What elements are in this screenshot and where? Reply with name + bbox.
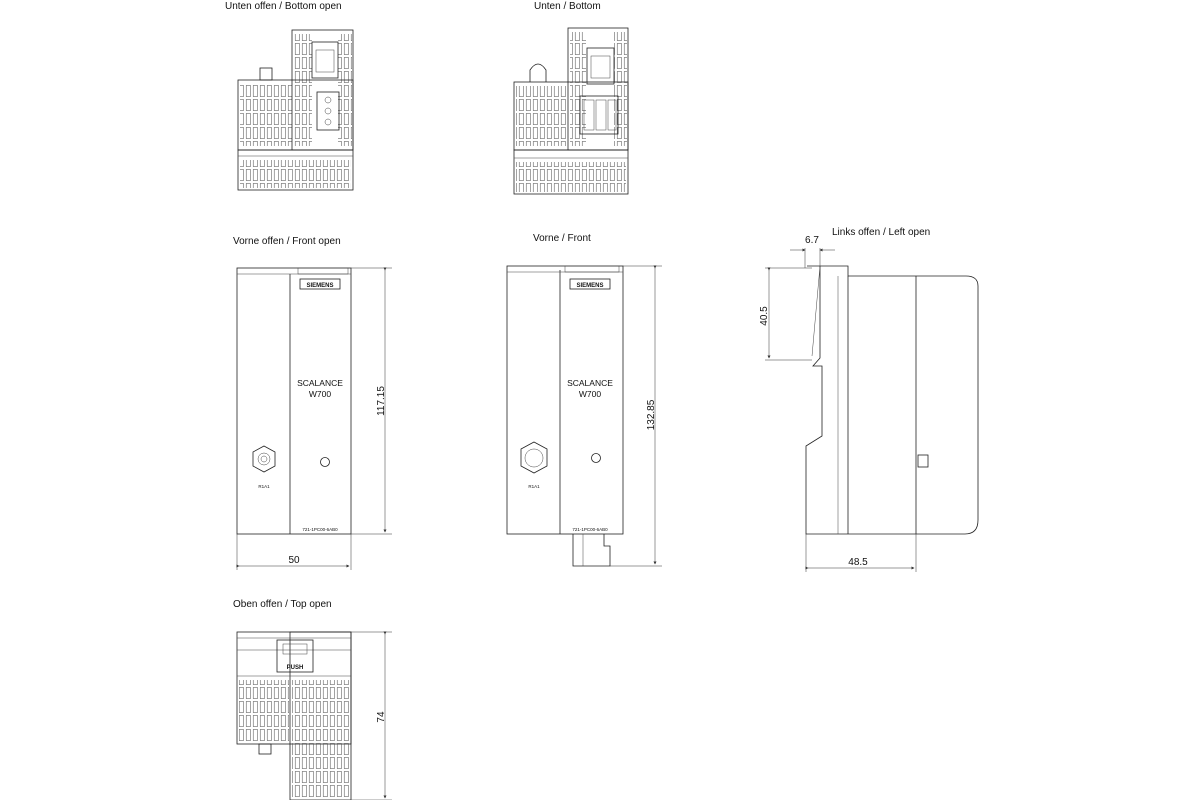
din-rail-clip	[237, 149, 354, 191]
vent-slots	[516, 162, 626, 192]
view-title: Links offen / Left open	[832, 227, 930, 238]
ethernet-port	[311, 41, 339, 79]
ground-screw	[917, 454, 929, 468]
ethernet-port	[586, 47, 615, 85]
dim-height: 132.85	[646, 399, 657, 430]
terminal-slot	[607, 99, 617, 131]
view-title: Vorne / Front	[533, 233, 591, 244]
din-rail-clip	[572, 534, 611, 567]
dim-height: 117.15	[376, 386, 387, 416]
brand-plate	[569, 278, 611, 290]
vent-slots	[338, 34, 352, 146]
view-top-open: Oben offen / Top open PUSH 74	[233, 599, 392, 800]
screw-terminal	[324, 96, 332, 104]
order-number: 721-1PC00-6AB0	[302, 527, 338, 532]
view-title: Unten / Bottom	[534, 1, 601, 12]
screw-terminal	[324, 118, 332, 126]
reset-button	[320, 457, 330, 467]
view-front: Vorne / Front SIEMENS SCALANCE W700 R1A1…	[506, 233, 662, 567]
push-label: PUSH	[287, 665, 304, 671]
dim-width: 50	[288, 555, 300, 566]
order-number: 721-1PC00-6AB0	[572, 527, 608, 532]
vent-slots	[292, 680, 349, 798]
view-title: Unten offen / Bottom open	[225, 1, 342, 12]
view-bottom: Unten / Bottom	[513, 1, 629, 195]
terminal-block	[579, 95, 619, 135]
antenna-stub	[259, 67, 273, 81]
reset-button	[591, 453, 601, 463]
view-bottom-open: Unten offen / Bottom open	[225, 1, 354, 191]
led-strip	[564, 265, 620, 273]
din-rail-clip	[513, 149, 629, 195]
push-latch	[276, 639, 314, 673]
product-name-line1: SCALANCE	[567, 378, 613, 388]
screw-terminal	[324, 107, 332, 115]
housing-outline	[506, 265, 624, 535]
connector-label: R1A1	[528, 484, 540, 489]
antenna-connector	[520, 441, 548, 474]
antenna-connector-pin	[260, 455, 268, 463]
view-title: Oben offen / Top open	[233, 599, 332, 610]
vent-slots	[516, 86, 568, 146]
brand-plate	[299, 278, 341, 290]
side-profile	[805, 265, 979, 535]
housing-upper	[289, 631, 352, 800]
dim-height: 74	[376, 711, 387, 723]
antenna-cap	[524, 448, 544, 468]
vent-slots	[614, 32, 627, 146]
housing-outline	[236, 267, 352, 535]
led-strip	[297, 267, 349, 275]
product-name-line1: SCALANCE	[297, 378, 343, 388]
vent-slots	[240, 84, 292, 146]
ethernet-port-inner	[315, 49, 335, 73]
antenna-cap	[529, 63, 547, 82]
ethernet-port-inner	[590, 55, 611, 79]
vent-slots	[570, 32, 586, 146]
brand-label: SIEMENS	[576, 283, 603, 289]
antenna-connector-inner	[257, 452, 271, 466]
vent-slots	[240, 160, 351, 188]
dim-top: 6.7	[805, 235, 819, 246]
view-left-open: Links offen / Left open 6.7 40.5 48.5	[759, 227, 979, 572]
view-front-open: Vorne offen / Front open SIEMENS SCALANC…	[233, 236, 392, 570]
antenna-stub	[258, 743, 272, 755]
slanted-edge	[811, 265, 821, 357]
terminal-slot	[583, 99, 595, 131]
product-name-line2: W700	[579, 389, 601, 399]
brand-label: SIEMENS	[306, 283, 333, 289]
dim-width: 48.5	[848, 557, 868, 568]
terminal-block	[316, 91, 340, 131]
dim-side: 40.5	[759, 306, 770, 326]
connector-label: R1A1	[258, 484, 270, 489]
antenna-connector	[252, 445, 276, 473]
view-title: Vorne offen / Front open	[233, 236, 341, 247]
push-latch-inner	[282, 643, 308, 655]
vent-slots	[239, 680, 289, 742]
terminal-slot	[595, 99, 607, 131]
vent-slots	[294, 34, 312, 146]
product-name-line2: W700	[309, 389, 331, 399]
